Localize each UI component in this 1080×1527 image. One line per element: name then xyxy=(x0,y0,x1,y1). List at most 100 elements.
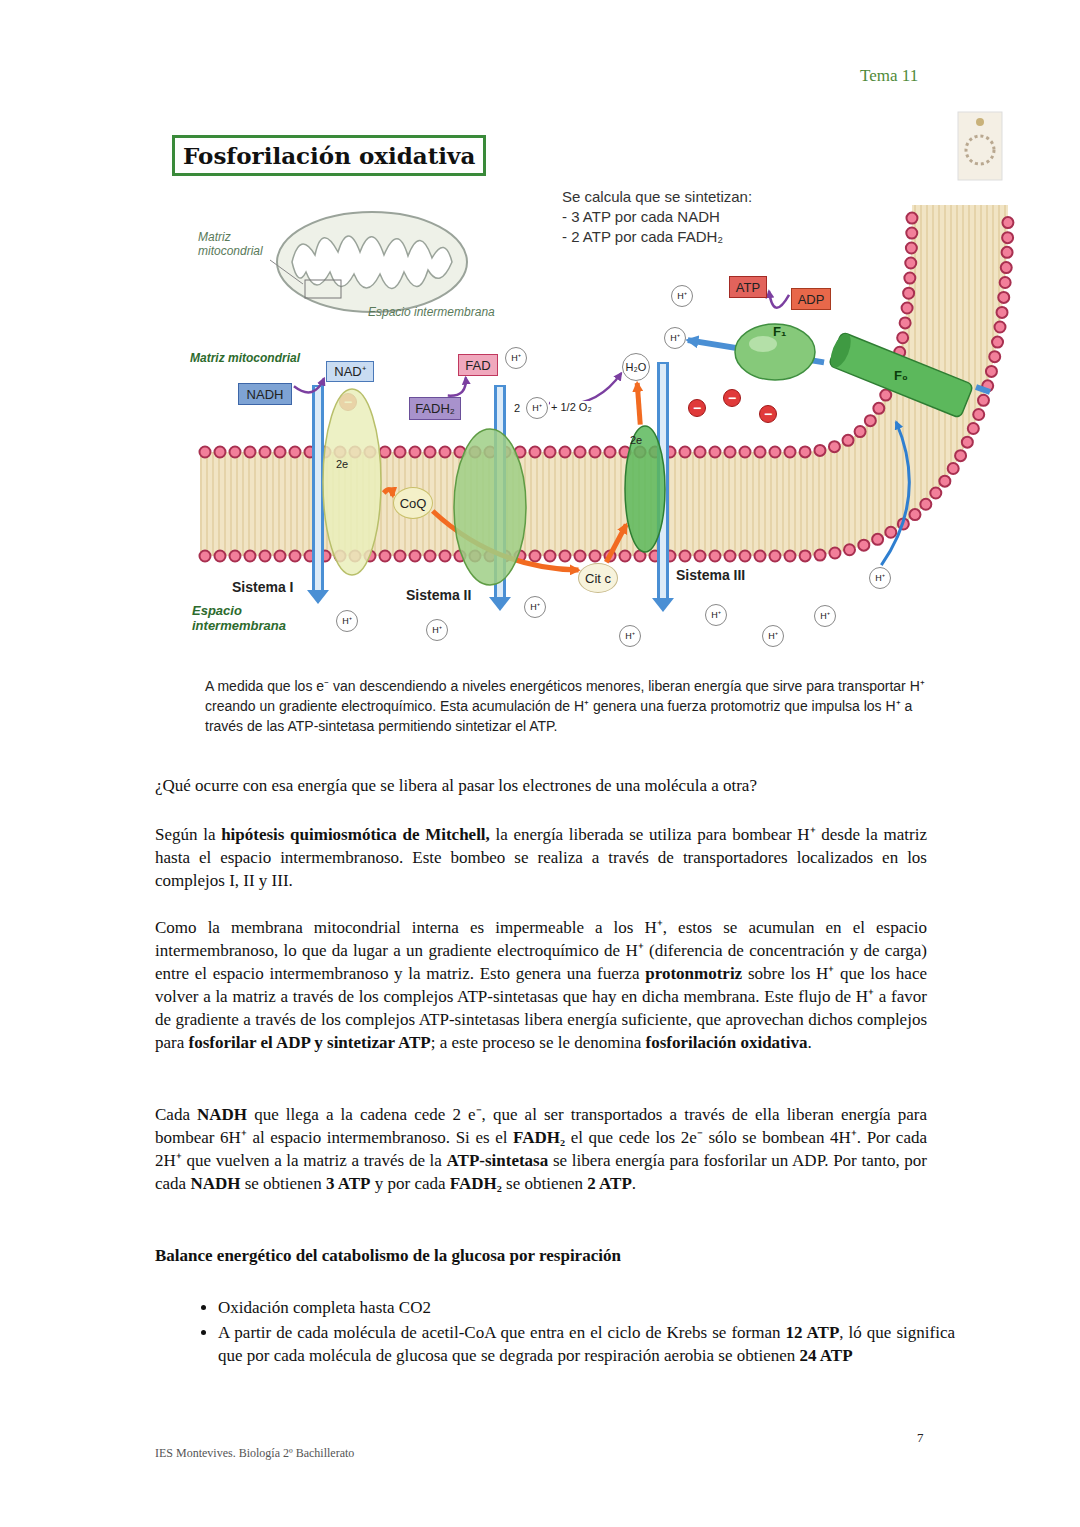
proton-circle: H⁺ xyxy=(814,605,836,627)
f0-channel: F₀ xyxy=(826,330,976,420)
node-label: − xyxy=(764,407,772,421)
node-label: F₀ xyxy=(894,369,908,382)
complex-ii: Sistema II xyxy=(453,428,527,586)
protein-shape xyxy=(453,428,527,586)
page-title: Fosforilación oxidativa xyxy=(183,142,475,169)
connector xyxy=(881,422,909,565)
figure-label: 2e xyxy=(336,458,348,470)
body-text: . xyxy=(808,1033,812,1052)
protein-body xyxy=(625,426,665,552)
node-label: Sistema I xyxy=(232,580,293,594)
node-label: H⁺ xyxy=(875,574,885,583)
body-paragraph: Como la membrana mitocondrial interna es… xyxy=(155,916,927,1054)
nad-box: NAD⁺ xyxy=(326,361,374,382)
body-text: A partir de cada molécula de acetil-CoA … xyxy=(218,1323,786,1342)
protein-shape xyxy=(322,388,382,576)
corner-icon xyxy=(958,112,1002,180)
body-text: Cada xyxy=(155,1105,197,1124)
node-label: H⁺ xyxy=(768,632,778,641)
connector xyxy=(384,490,393,496)
bullet-item: Oxidación completa hasta CO2 xyxy=(218,1296,955,1319)
figure-label: IES Montevives. Biología 2º Bachillerato xyxy=(155,1446,354,1461)
body-text: Según la xyxy=(155,825,221,844)
figure-caption: A medida que los e⁻ van descendiendo a n… xyxy=(205,676,953,736)
node-label: H⁺ xyxy=(711,611,721,620)
bold-text: fosforilar el ADP y sintetizar ATP xyxy=(189,1033,431,1052)
node-label: ADP xyxy=(798,293,825,306)
proton-pump-arrows xyxy=(307,362,990,612)
node-label: F₁ xyxy=(773,325,786,338)
figure-label: + 1/2 O₂ xyxy=(550,401,593,413)
figure-label: 2e xyxy=(630,434,642,446)
caption-text: A medida que los e⁻ van descendiendo a n… xyxy=(205,678,925,734)
node-label: H⁺ xyxy=(670,334,680,343)
charge-circle: − xyxy=(688,399,706,417)
figure-label: - 3 ATP por cada NADH xyxy=(562,208,720,225)
node-label: H₂O xyxy=(626,362,647,373)
bullet-item: A partir de cada molécula de acetil-CoA … xyxy=(218,1321,955,1367)
node-label: NAD⁺ xyxy=(334,365,365,378)
body-paragraph: ¿Qué ocurre con esa energía que se liber… xyxy=(155,774,927,797)
node-label: Sistema III xyxy=(676,568,745,582)
bold-text: 3 ATP xyxy=(326,1174,371,1193)
bold-text: FADH₂ xyxy=(513,1128,565,1147)
bold-text: 2 ATP xyxy=(587,1174,632,1193)
figure-label: Matriz mitocondrial xyxy=(198,230,278,258)
fadh2-box: FADH₂ xyxy=(409,397,461,420)
protein-body xyxy=(454,429,526,585)
mitochondrion-sketch xyxy=(270,212,467,312)
figure-label: Se calcula que se sintetizan: xyxy=(562,188,752,205)
node-label: H⁺ xyxy=(820,612,830,621)
proton-circle: H⁺ xyxy=(664,327,686,349)
bold-text: 12 ATP xyxy=(786,1323,840,1342)
page-title-box: Fosforilación oxidativa xyxy=(172,135,486,176)
bold-text: FADH₂ xyxy=(450,1174,502,1193)
charge-circle: − xyxy=(723,389,741,407)
bold-text: NADH xyxy=(190,1174,240,1193)
node-label: FAD xyxy=(465,359,490,372)
node-label: NADH xyxy=(247,388,284,401)
node-label: ATP xyxy=(736,281,760,294)
figure-label: Tema 11 xyxy=(860,66,918,86)
proton-circle: H⁺ xyxy=(426,619,448,641)
node-label: Cit c xyxy=(585,572,611,585)
body-paragraph: Cada NADH que llega a la cadena cede 2 e… xyxy=(155,1103,927,1195)
proton-circle: H⁺ xyxy=(869,567,891,589)
f1-highlight xyxy=(749,336,777,352)
connector xyxy=(448,377,466,395)
body-text: y por cada xyxy=(370,1174,449,1193)
node-label: H⁺ xyxy=(530,603,540,612)
water-circle: H₂O xyxy=(622,353,650,381)
protein-body xyxy=(323,389,381,575)
proton-circle: H⁺ xyxy=(762,625,784,647)
f0-end xyxy=(827,331,855,370)
charge-circle: − xyxy=(759,405,777,423)
figure-label: - 2 ATP por cada FADH₂ xyxy=(562,228,723,245)
figure-label: 7 xyxy=(917,1430,924,1446)
f1-head: F₁ xyxy=(733,316,817,382)
bold-text: ATP-sintetasa xyxy=(447,1151,549,1170)
body-text: se obtienen xyxy=(240,1174,325,1193)
node-label: − xyxy=(693,401,701,415)
proton-circle: H⁺ xyxy=(705,604,727,626)
f1-body xyxy=(735,324,815,380)
proton-circle: H⁺ xyxy=(671,285,693,307)
body-text: ; a este proceso se le denomina xyxy=(431,1033,646,1052)
node-label: Sistema II xyxy=(406,588,471,602)
atp-box: ATP xyxy=(729,276,767,298)
nadh-box: NADH xyxy=(238,383,292,405)
fad-box: FAD xyxy=(458,354,498,376)
cytochrome-c-circle: Cit c xyxy=(578,563,618,593)
node-label: H⁺ xyxy=(677,292,687,301)
body-text: . xyxy=(632,1174,636,1193)
figure-label: 2 xyxy=(514,402,520,414)
figure-label: Espacio intermembrana xyxy=(192,603,300,633)
bold-text: protonmotriz xyxy=(645,964,742,983)
body-text: se obtienen xyxy=(502,1174,587,1193)
node-label: H⁺ xyxy=(432,626,442,635)
bold-text: hipótesis quimiosmótica de Mitchell, xyxy=(221,825,490,844)
node-label: − xyxy=(728,391,736,405)
node-label: H⁺ xyxy=(511,354,521,363)
